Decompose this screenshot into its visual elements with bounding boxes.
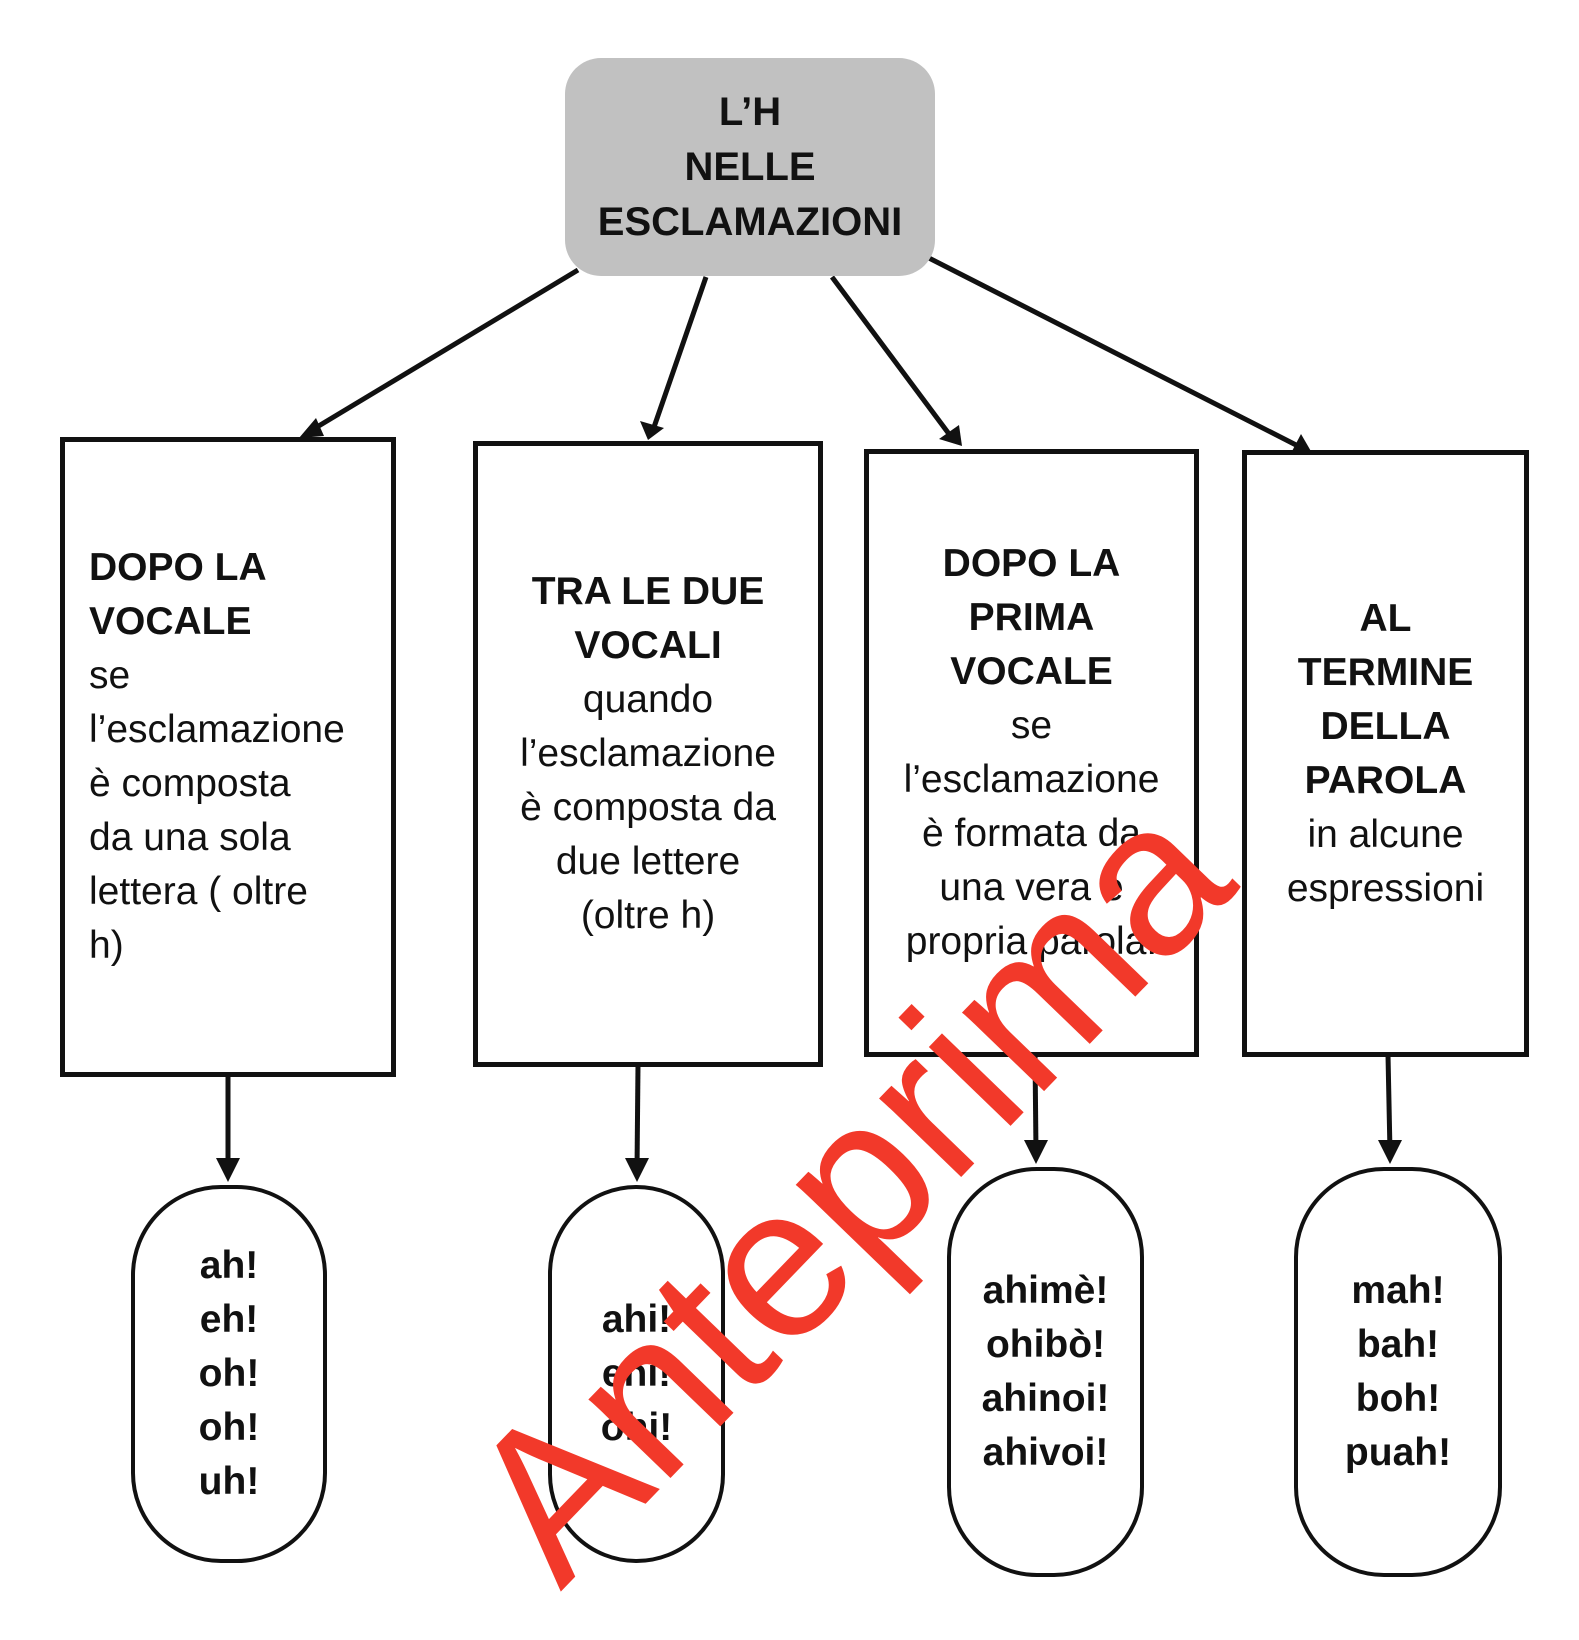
- arrow-rule-3-to-example-3: [1032, 1054, 1039, 1153]
- arrow-root-to-rule-2: [650, 276, 709, 431]
- rule-3-text: una vera e: [939, 866, 1124, 909]
- arrow-root-to-rule-3: [829, 275, 955, 440]
- rule-2-heading: TRA LE DUE: [531, 570, 765, 613]
- example-3-item: ahinoi!: [981, 1377, 1110, 1420]
- arrow-rule-2-to-example-2: [634, 1064, 641, 1171]
- rule-4-heading: AL: [1359, 596, 1412, 640]
- example-1-item: ah!: [199, 1244, 259, 1287]
- rule-4-heading: PAROLA: [1304, 758, 1467, 802]
- rule-box-1: DOPO LA VOCALE se l’esclamazione è compo…: [60, 437, 396, 1077]
- rule-3-text: è formata da: [922, 812, 1141, 855]
- rule-2-text: l’esclamazione: [520, 732, 776, 775]
- example-1-item: oh!: [198, 1406, 260, 1449]
- rule-2-text: due lettere: [555, 840, 741, 883]
- rule-1-text: lettera ( oltre: [89, 870, 308, 913]
- rule-3-heading: DOPO LA: [942, 542, 1121, 585]
- arrowhead-5: [216, 1158, 240, 1182]
- example-4-item: bah!: [1356, 1323, 1440, 1366]
- rule-1-text: da una sola: [89, 816, 291, 859]
- example-1-item: eh!: [199, 1298, 259, 1341]
- example-4-item: puah!: [1344, 1431, 1452, 1474]
- rule-4-text: espressioni: [1286, 866, 1485, 910]
- example-2-item: ohi!: [600, 1406, 673, 1449]
- rule-box-4: AL TERMINE DELLA PAROLA in alcune espres…: [1242, 450, 1529, 1057]
- example-pill-2: ahi! ehi! ohi!: [548, 1185, 725, 1563]
- rule-1-text: se: [89, 654, 131, 697]
- root-line: ESCLAMAZIONI: [597, 199, 903, 244]
- rule-2-heading: VOCALI: [574, 624, 722, 667]
- arrow-rule-4-to-example-4: [1385, 1054, 1393, 1153]
- example-1-item: uh!: [198, 1460, 260, 1503]
- example-pill-4: mah! bah! boh! puah!: [1294, 1167, 1502, 1577]
- arrowhead-4: [1290, 434, 1312, 455]
- rule-3-text: propria parola.: [905, 920, 1158, 963]
- arrowhead-2: [640, 421, 664, 440]
- arrow-root-to-rule-4: [923, 253, 1300, 449]
- rule-4-heading: TERMINE: [1297, 650, 1474, 694]
- arrowhead-3: [939, 425, 962, 446]
- rule-3-heading: VOCALE: [950, 650, 1113, 693]
- rule-1-heading: DOPO LA: [89, 546, 267, 589]
- root-line: L’H: [718, 89, 782, 134]
- rule-box-3: DOPO LA PRIMA VOCALE se l’esclamazione è…: [864, 449, 1199, 1057]
- example-1-item: oh!: [198, 1352, 260, 1395]
- rule-3-text: se: [1010, 704, 1053, 747]
- arrowhead-6: [625, 1158, 649, 1182]
- arrowhead-1: [299, 418, 324, 438]
- arrowhead-7: [1024, 1140, 1048, 1164]
- root-node: L’H NELLE ESCLAMAZIONI: [565, 58, 935, 276]
- rule-4-text: in alcune: [1307, 812, 1464, 856]
- rule-1-heading: VOCALE: [89, 600, 252, 643]
- rule-1-text: h): [89, 924, 124, 967]
- example-pill-3: ahimè! ohibò! ahinoi! ahivoi!: [947, 1167, 1144, 1577]
- root-line: NELLE: [684, 144, 816, 189]
- arrow-root-to-rule-1: [310, 267, 580, 433]
- example-3-item: ohibò!: [985, 1323, 1106, 1366]
- rule-1-text: è composta: [89, 762, 291, 805]
- rule-box-2: TRA LE DUE VOCALI quando l’esclamazione …: [473, 441, 823, 1067]
- example-2-item: ehi!: [601, 1352, 672, 1395]
- example-4-item: mah!: [1351, 1269, 1445, 1312]
- rule-4-heading: DELLA: [1320, 704, 1451, 748]
- example-pill-1: ah! eh! oh! oh! uh!: [131, 1185, 327, 1563]
- rule-2-text: è composta da: [520, 786, 776, 829]
- rule-1-text: l’esclamazione: [89, 708, 345, 751]
- rule-3-text: l’esclamazione: [903, 758, 1160, 801]
- rule-2-text: quando: [582, 678, 714, 721]
- example-3-item: ahimè!: [982, 1269, 1109, 1312]
- example-4-item: boh!: [1355, 1377, 1441, 1420]
- arrowhead-8: [1378, 1140, 1402, 1164]
- example-3-item: ahivoi!: [982, 1431, 1109, 1474]
- rule-2-text: (oltre h): [580, 894, 716, 937]
- rule-3-heading: PRIMA: [968, 596, 1095, 639]
- example-2-item: ahi!: [601, 1298, 672, 1341]
